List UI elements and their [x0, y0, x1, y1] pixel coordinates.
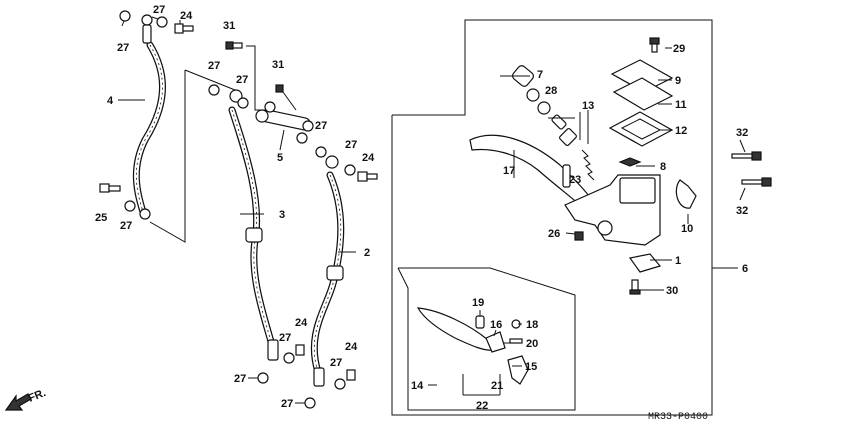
callout-2: 2 [364, 247, 370, 259]
sealing-washer [237, 97, 249, 109]
callout-24: 24 [345, 341, 358, 353]
brake-hose-2 [310, 155, 345, 387]
callout-27: 27 [234, 373, 246, 385]
master-cylinder-body [564, 174, 661, 246]
callout-24: 24 [295, 317, 308, 329]
diaphragm-12 [608, 111, 674, 147]
leader-lines [118, 16, 746, 404]
sealing-washer [296, 132, 308, 144]
callout-4: 4 [107, 95, 114, 107]
joint-bolt [275, 84, 284, 93]
callout-25: 25 [95, 212, 107, 224]
knob-19 [475, 315, 485, 329]
callout-10: 10 [681, 223, 693, 235]
adjuster-16 [485, 331, 506, 353]
pivot-bolt-23 [562, 164, 571, 188]
sealing-washer [124, 200, 136, 212]
callout-29: 29 [673, 43, 685, 55]
callout-17: 17 [503, 165, 515, 177]
callout-5: 5 [277, 152, 283, 164]
front-direction-arrow: FR. [4, 387, 48, 411]
callout-23: 23 [569, 174, 581, 186]
callout-16: 16 [490, 319, 502, 331]
oil-bolt [295, 344, 305, 356]
callout-27: 27 [208, 60, 220, 72]
callout-26: 26 [548, 228, 560, 240]
oil-bolt [357, 171, 378, 182]
callout-27: 27 [345, 139, 357, 151]
pin-20 [509, 338, 523, 344]
master-cylinder-assembly-outline [391, 19, 713, 416]
callout-27: 27 [153, 4, 165, 16]
grommet-26 [574, 231, 584, 241]
sealing-washer [344, 164, 356, 176]
callout-27: 27 [117, 42, 129, 54]
callout-7: 7 [537, 69, 543, 81]
sealing-washer [208, 84, 220, 96]
callout-20: 20 [526, 338, 538, 350]
bracket-15 [507, 355, 529, 385]
callout-18: 18 [526, 319, 538, 331]
callout-24: 24 [180, 10, 193, 22]
callout-15: 15 [525, 361, 537, 373]
callout-31: 31 [223, 20, 235, 32]
sealing-washer [156, 16, 168, 28]
sealing-washer [283, 352, 295, 364]
hose-group-bracket [149, 70, 186, 243]
screw-29 [649, 37, 660, 53]
plate-11 [612, 77, 674, 111]
callout-24: 24 [362, 152, 375, 164]
lever-subassembly-outline [397, 267, 576, 411]
callout-27: 27 [281, 398, 293, 410]
oil-bolt [174, 23, 194, 34]
callout-27: 27 [315, 120, 327, 132]
brake-hose-4 [132, 14, 166, 220]
callout-32: 32 [736, 205, 748, 217]
holder-screw-32 [731, 151, 762, 161]
pivot-nut-8 [618, 157, 642, 167]
oil-bolt [346, 369, 356, 381]
callout-8: 8 [660, 161, 666, 173]
sealing-washer [257, 372, 269, 384]
holder-10 [675, 179, 697, 209]
sealing-washer [315, 146, 327, 158]
callout-19: 19 [472, 297, 484, 309]
sealing-washer [334, 378, 346, 390]
lever-14 [416, 307, 498, 351]
sealing-washer [119, 10, 131, 22]
callout-3: 3 [279, 209, 285, 221]
callout-31: 31 [272, 59, 284, 71]
callout-1: 1 [675, 255, 681, 267]
front-direction-label: FR. [27, 387, 48, 405]
callout-21: 21 [491, 380, 503, 392]
circlip-28 [526, 88, 540, 102]
oil-bolt [99, 183, 121, 193]
holder-screw-32 [741, 177, 772, 187]
three-way-joint [255, 109, 314, 132]
callout-30: 30 [666, 285, 678, 297]
callout-14: 14 [411, 380, 424, 392]
diagram-code: MR33-P0400 [648, 412, 708, 423]
callout-12: 12 [675, 125, 687, 137]
brake-hose-3 [228, 89, 279, 361]
joint-bolt [225, 41, 243, 50]
callout-22: 22 [476, 400, 488, 412]
callout-6: 6 [742, 263, 748, 275]
callout-28: 28 [545, 85, 557, 97]
switch-1 [628, 253, 662, 273]
callout-27: 27 [120, 220, 132, 232]
callout-11: 11 [675, 99, 687, 111]
callout-32: 32 [736, 127, 748, 139]
callout-9: 9 [675, 75, 681, 87]
callout-27: 27 [330, 357, 342, 369]
sealing-washer [304, 397, 316, 409]
callout-13: 13 [582, 100, 594, 112]
callout-27: 27 [279, 332, 291, 344]
sealing-washer [264, 101, 276, 113]
piston-set-13 [551, 114, 595, 181]
screw-30 [629, 279, 641, 295]
callout-27: 27 [236, 74, 248, 86]
seal [537, 101, 551, 115]
